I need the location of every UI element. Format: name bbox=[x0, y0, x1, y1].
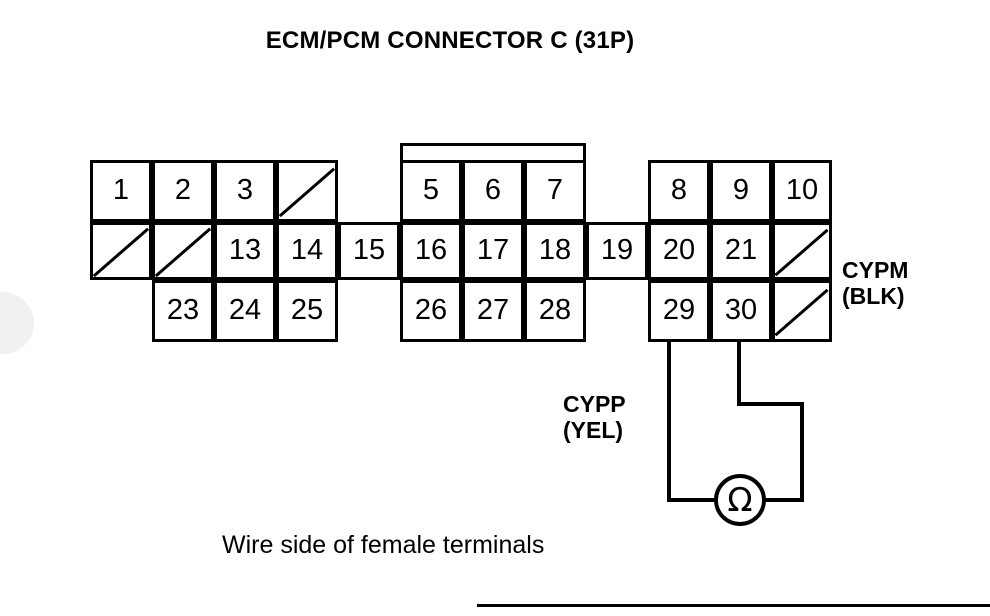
pin-label: 10 bbox=[785, 173, 819, 206]
wire-label-cypp: CYPP (YEL) bbox=[563, 391, 626, 443]
pin-cell-30[interactable]: 30 bbox=[710, 280, 772, 342]
pin-label: 29 bbox=[662, 293, 696, 326]
pin-cell-blank-r3c12 bbox=[772, 280, 832, 342]
ohmmeter-symbol: Ω bbox=[714, 474, 766, 526]
pin-cell-6[interactable]: 6 bbox=[462, 160, 524, 222]
pin-cell-blank-r2c1 bbox=[90, 222, 152, 280]
pin-label: 8 bbox=[670, 173, 688, 206]
pin-label: 30 bbox=[724, 293, 758, 326]
page-title: ECM/PCM CONNECTOR C (31P) bbox=[265, 27, 635, 54]
pin-cell-19[interactable]: 19 bbox=[586, 222, 648, 280]
pin-cell-blank-r1c4 bbox=[276, 160, 338, 222]
wire-from-pin-30-lower bbox=[800, 402, 804, 500]
wire-label-cypm: CYPM (BLK) bbox=[842, 257, 909, 309]
pin-cell-25[interactable]: 25 bbox=[276, 280, 338, 342]
pin-cell-15[interactable]: 15 bbox=[338, 222, 400, 280]
pin-label: 1 bbox=[112, 173, 130, 206]
pin-cell-9[interactable]: 9 bbox=[710, 160, 772, 222]
pin-label: 13 bbox=[228, 233, 262, 266]
pin-cell-23[interactable]: 23 bbox=[152, 280, 214, 342]
pin-label: 26 bbox=[414, 293, 448, 326]
pin-cell-7[interactable]: 7 bbox=[524, 160, 586, 222]
pin-cell-blank-r2c12 bbox=[772, 222, 832, 280]
pin-cell-20[interactable]: 20 bbox=[648, 222, 710, 280]
pin-cell-28[interactable]: 28 bbox=[524, 280, 586, 342]
pin-cell-26[interactable]: 26 bbox=[400, 280, 462, 342]
pin-label: 3 bbox=[236, 173, 254, 206]
pin-label: 16 bbox=[414, 233, 448, 266]
wire-meter-left-lead bbox=[667, 498, 721, 502]
pin-cell-18[interactable]: 18 bbox=[524, 222, 586, 280]
pin-label: 27 bbox=[476, 293, 510, 326]
pin-label: 18 bbox=[538, 233, 572, 266]
pin-cell-13[interactable]: 13 bbox=[214, 222, 276, 280]
pin-label: 21 bbox=[724, 233, 758, 266]
wire-from-pin-30-jog bbox=[737, 402, 804, 406]
pin-label: 7 bbox=[546, 173, 564, 206]
scan-artifact bbox=[0, 292, 34, 354]
pin-cell-16[interactable]: 16 bbox=[400, 222, 462, 280]
pin-cell-17[interactable]: 17 bbox=[462, 222, 524, 280]
pin-label: 9 bbox=[732, 173, 750, 206]
pin-label: 25 bbox=[290, 293, 324, 326]
pin-cell-27[interactable]: 27 bbox=[462, 280, 524, 342]
pin-label: 2 bbox=[174, 173, 192, 206]
pin-label: 17 bbox=[476, 233, 510, 266]
pin-label: 14 bbox=[290, 233, 324, 266]
wire-meter-right-lead bbox=[762, 498, 804, 502]
pin-cell-2[interactable]: 2 bbox=[152, 160, 214, 222]
pin-cell-14[interactable]: 14 bbox=[276, 222, 338, 280]
figure-caption: Wire side of female terminals bbox=[222, 531, 545, 559]
footer-divider bbox=[477, 604, 990, 607]
pin-cell-1[interactable]: 1 bbox=[90, 160, 152, 222]
wire-from-pin-29 bbox=[667, 340, 671, 500]
pin-cell-3[interactable]: 3 bbox=[214, 160, 276, 222]
pin-cell-10[interactable]: 10 bbox=[772, 160, 832, 222]
pin-label: 19 bbox=[600, 233, 634, 266]
pin-label: 5 bbox=[422, 173, 440, 206]
pin-label: 24 bbox=[228, 293, 262, 326]
pin-cell-8[interactable]: 8 bbox=[648, 160, 710, 222]
pin-cell-29[interactable]: 29 bbox=[648, 280, 710, 342]
ohm-glyph: Ω bbox=[727, 479, 753, 519]
pin-label: 28 bbox=[538, 293, 572, 326]
wire-from-pin-30-upper bbox=[737, 340, 741, 406]
pin-label: 15 bbox=[352, 233, 386, 266]
pin-cell-24[interactable]: 24 bbox=[214, 280, 276, 342]
pin-cell-5[interactable]: 5 bbox=[400, 160, 462, 222]
pin-label: 23 bbox=[166, 293, 200, 326]
connector-pin-grid: 1 2 3 5 6 7 8 9 10 13 14 15 16 17 18 19 … bbox=[90, 143, 832, 342]
pin-label: 20 bbox=[662, 233, 696, 266]
pin-cell-blank-r2c2 bbox=[152, 222, 214, 280]
pin-cell-21[interactable]: 21 bbox=[710, 222, 772, 280]
pin-label: 6 bbox=[484, 173, 502, 206]
